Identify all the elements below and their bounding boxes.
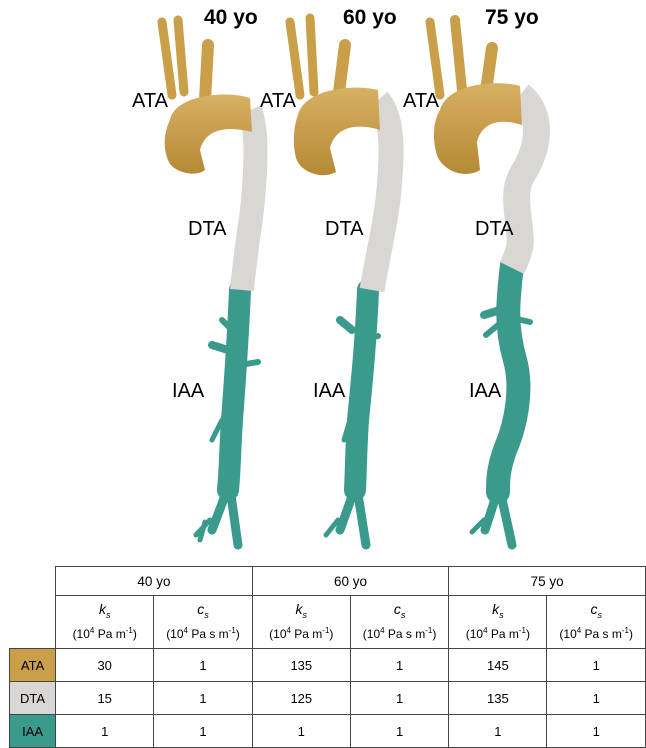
parameter-table: 40 yo 60 yo 75 yo ks (104 Pa m-1) cs (10…	[9, 566, 646, 748]
aorta-figure: 40 yo 60 yo 75 yo ATA ATA ATA DTA DTA DT…	[0, 0, 646, 560]
ks-header: ks (104 Pa m-1)	[252, 596, 350, 649]
ks-unit: (104 Pa m-1)	[269, 627, 333, 641]
value-cell: 145	[449, 649, 547, 682]
value-cell: 1	[449, 715, 547, 748]
ata-segment-60	[290, 18, 380, 175]
value-cell: 1	[350, 649, 448, 682]
ata-segment-75	[430, 20, 522, 174]
table-row: IAA 1 1 1 1 1 1	[10, 715, 646, 748]
value-cell: 1	[154, 682, 252, 715]
value-cell: 135	[252, 649, 350, 682]
cs-header: cs (104 Pa s m-1)	[547, 596, 646, 649]
table-corner	[10, 567, 56, 596]
value-cell: 1	[252, 715, 350, 748]
table-row: ATA 30 1 135 1 145 1	[10, 649, 646, 682]
cs-symbol: cs	[590, 601, 602, 617]
cs-unit: (104 Pa s m-1)	[559, 627, 633, 641]
cs-unit: (104 Pa s m-1)	[166, 627, 240, 641]
ks-symbol: ks	[492, 601, 504, 617]
value-cell: 1	[547, 649, 646, 682]
ks-header: ks (104 Pa m-1)	[56, 596, 154, 649]
aorta-60yo	[290, 18, 391, 545]
table-corner-2	[10, 596, 56, 649]
cs-symbol: cs	[197, 601, 209, 617]
value-cell: 1	[154, 715, 252, 748]
ata-segment-40	[162, 20, 252, 174]
segment-cell-ata: ATA	[10, 649, 56, 682]
ata-label-75: ATA	[403, 90, 440, 112]
iaa-segment-60	[326, 290, 378, 545]
ata-label-40: ATA	[132, 90, 169, 112]
table-age-75: 75 yo	[449, 567, 646, 596]
age-title-40: 40 yo	[204, 6, 258, 29]
ks-symbol: ks	[99, 601, 111, 617]
value-cell: 1	[547, 682, 646, 715]
value-cell: 1	[56, 715, 154, 748]
cs-header: cs (104 Pa s m-1)	[154, 596, 252, 649]
iaa-label-40: IAA	[172, 380, 205, 402]
table-age-60: 60 yo	[252, 567, 449, 596]
value-cell: 1	[547, 715, 646, 748]
value-cell: 135	[449, 682, 547, 715]
dta-label-60: DTA	[325, 218, 364, 240]
iaa-label-60: IAA	[313, 380, 346, 402]
iaa-segment-75	[472, 265, 530, 545]
iaa-label-75: IAA	[469, 380, 502, 402]
age-title-60: 60 yo	[343, 6, 397, 29]
aorta-40yo	[162, 20, 258, 545]
segment-cell-iaa: IAA	[10, 715, 56, 748]
table-param-header-row: ks (104 Pa m-1) cs (104 Pa s m-1) ks (10…	[10, 596, 646, 649]
ks-unit: (104 Pa m-1)	[466, 627, 530, 641]
ks-header: ks (104 Pa m-1)	[449, 596, 547, 649]
cs-header: cs (104 Pa s m-1)	[350, 596, 448, 649]
segment-cell-dta: DTA	[10, 682, 56, 715]
dta-label-75: DTA	[475, 218, 514, 240]
value-cell: 1	[350, 715, 448, 748]
cs-unit: (104 Pa s m-1)	[363, 627, 437, 641]
table-age-40: 40 yo	[56, 567, 253, 596]
iaa-segment-40	[196, 290, 258, 545]
ks-symbol: ks	[296, 601, 308, 617]
ata-label-60: ATA	[260, 90, 297, 112]
aorta-75yo	[430, 20, 536, 545]
table-row: DTA 15 1 125 1 135 1	[10, 682, 646, 715]
table-age-header-row: 40 yo 60 yo 75 yo	[10, 567, 646, 596]
ks-unit: (104 Pa m-1)	[73, 627, 137, 641]
value-cell: 1	[154, 649, 252, 682]
dta-segment-40	[242, 110, 256, 290]
cs-symbol: cs	[394, 601, 406, 617]
value-cell: 125	[252, 682, 350, 715]
value-cell: 15	[56, 682, 154, 715]
age-title-75: 75 yo	[485, 6, 539, 29]
value-cell: 30	[56, 649, 154, 682]
value-cell: 1	[350, 682, 448, 715]
dta-label-40: DTA	[188, 218, 227, 240]
